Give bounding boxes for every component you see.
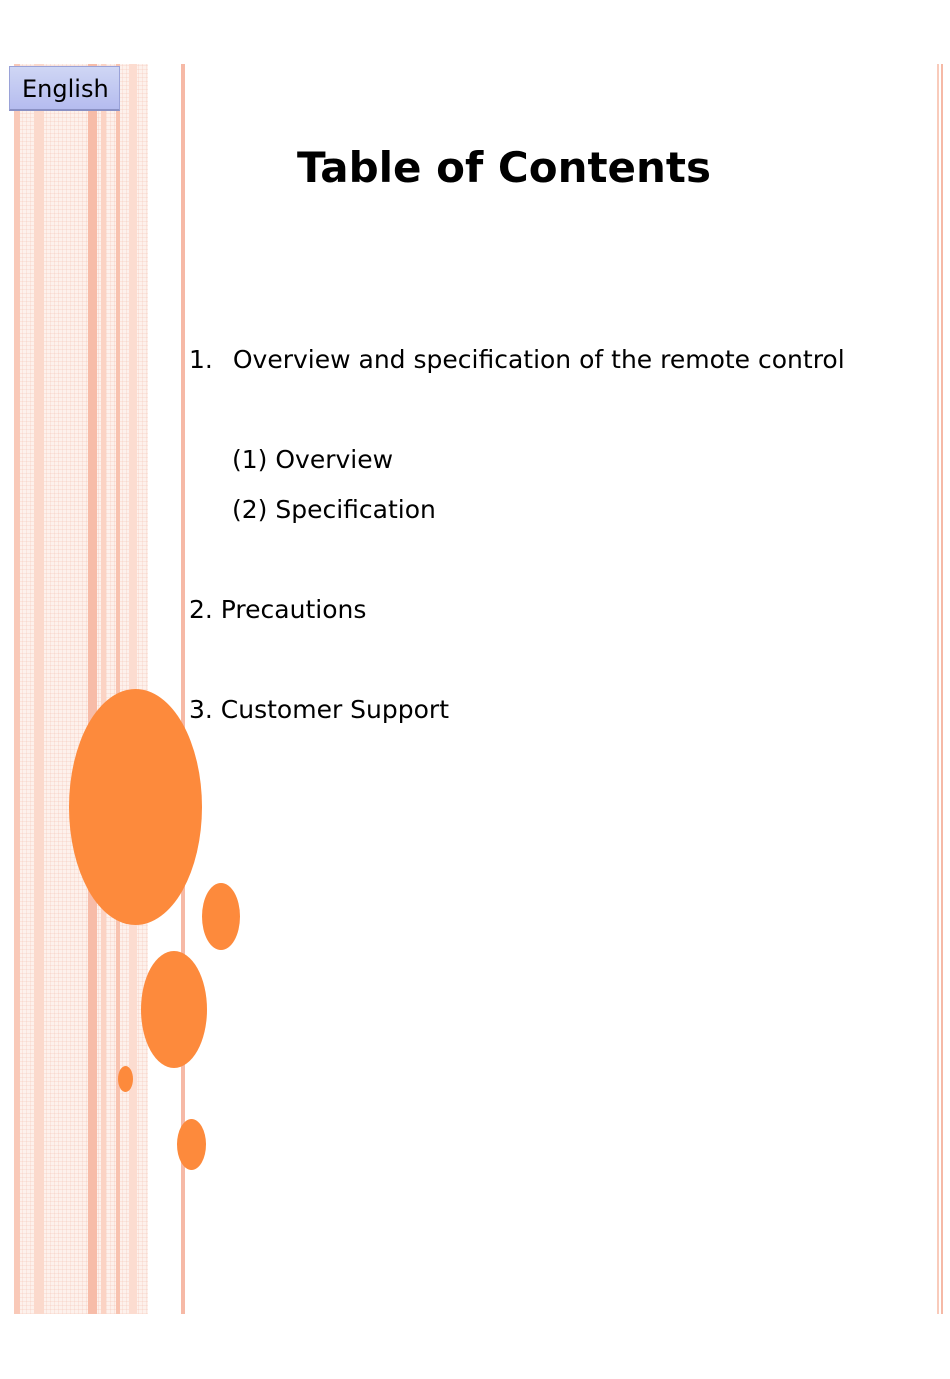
decorative-line	[14, 64, 20, 1314]
toc-item-label: Overview and specification of the remote…	[233, 345, 845, 374]
toc-item-customer-support: 3. Customer Support	[189, 694, 449, 726]
decorative-circle	[177, 1119, 206, 1170]
language-tab-english[interactable]: English	[9, 66, 120, 111]
toc-item-number: 1.	[189, 345, 213, 374]
decorative-line	[937, 64, 939, 1314]
toc-item-precautions: 2. Precautions	[189, 594, 366, 626]
decorative-line	[88, 64, 97, 1314]
decorative-line	[101, 64, 106, 1314]
decorative-circle	[141, 951, 207, 1068]
decorative-circle	[202, 883, 240, 950]
toc-subitem-specification: (2) Specification	[232, 494, 436, 526]
toc-subitem-overview: (1) Overview	[232, 444, 393, 476]
decorative-circle	[118, 1066, 133, 1092]
decorative-line	[941, 64, 943, 1314]
toc-item-overview-and-specification: 1. Overview and specification of the remo…	[189, 344, 845, 376]
decorative-circle	[69, 689, 202, 925]
page-title: Table of Contents	[297, 140, 711, 196]
decorative-line	[34, 64, 44, 1314]
decorative-line	[116, 64, 120, 1314]
